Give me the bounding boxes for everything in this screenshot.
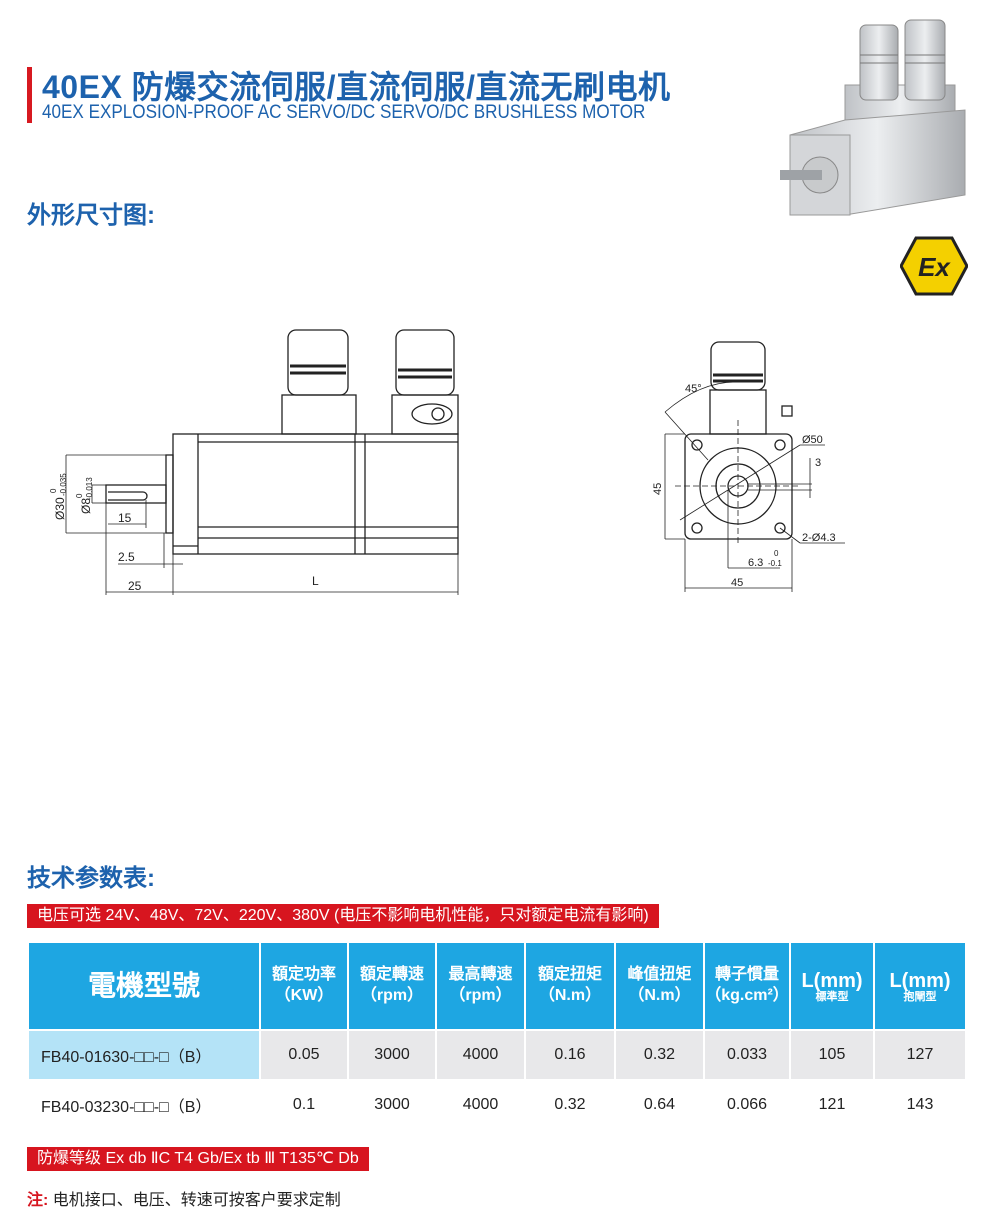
col-rated-speed: 額定轉速（rpm）: [349, 943, 435, 1029]
svg-text:0: 0: [774, 549, 779, 558]
svg-text:0: 0: [49, 488, 58, 493]
col-rated-torque: 額定扭矩（N.m）: [526, 943, 614, 1029]
col-length-brake: L(mm)抱閘型: [875, 943, 965, 1029]
shaft-length-label: 25: [128, 579, 142, 593]
motor-product-image: [780, 19, 966, 216]
ex-certification-logo: Ex: [900, 236, 968, 296]
front-view-drawing: 45° Ø50 3 2-Ø4.3 6.3 0 -0.1 45 45: [652, 341, 845, 592]
holes-label: 2-Ø4.3: [802, 532, 836, 544]
key-diameter-label: Ø8: [79, 498, 93, 514]
voltage-options-bar: 电压可选 24V、48V、72V、220V、380V (电压不影响电机性能，只对…: [27, 904, 659, 928]
table-header-row: 電機型號 額定功率（KW） 額定轉速（rpm） 最高轉速（rpm） 額定扭矩（N…: [29, 943, 965, 1029]
svg-text:0: 0: [75, 493, 84, 498]
note-text: 电机接口、电压、转速可按客户要求定制: [52, 1192, 341, 1209]
svg-text:-0.035: -0.035: [59, 473, 68, 496]
shaft-diameter-label: Ø30: [53, 497, 67, 520]
svg-text:Ex: Ex: [918, 252, 951, 282]
col-peak-torque: 峰值扭矩（N.m）: [616, 943, 703, 1029]
key-width-label: 3: [815, 457, 821, 469]
svg-text:-0.1: -0.1: [768, 559, 782, 568]
specs-section-title: 技术参数表:: [27, 865, 155, 892]
page-subtitle: 40EX EXPLOSION-PROOF AC SERVO/DC SERVO/D…: [42, 102, 646, 123]
angle-label: 45°: [685, 383, 702, 395]
flange-diameter-label: Ø50: [802, 434, 823, 446]
specs-table: 電機型號 額定功率（KW） 額定轉速（rpm） 最高轉速（rpm） 額定扭矩（N…: [27, 941, 967, 1131]
footnote: 注: 电机接口、电压、转速可按客户要求定制: [27, 1186, 341, 1210]
height-label: 45: [652, 483, 664, 495]
col-length-standard: L(mm)標準型: [791, 943, 873, 1029]
col-max-speed: 最高轉速（rpm）: [437, 943, 524, 1029]
col-rotor-inertia: 轉子慣量（kg.cm²）: [705, 943, 789, 1029]
note-label: 注:: [27, 1192, 49, 1209]
body-length-label: L: [312, 574, 319, 588]
step-label: 2.5: [118, 550, 135, 564]
page-title: 40EX 防爆交流伺服/直流伺服/直流无刷电机: [42, 69, 671, 105]
col-model: 電機型號: [29, 943, 259, 1029]
dimensions-section-title: 外形尺寸图:: [27, 202, 155, 229]
width-label: 45: [731, 577, 743, 589]
explosion-rating-bar: 防爆等级 Ex db ⅡC T4 Gb/Ex tb Ⅲ T135℃ Db: [27, 1147, 369, 1171]
col-rated-power: 額定功率（KW）: [261, 943, 347, 1029]
title-accent-bar: [27, 67, 32, 123]
key-length-label: 15: [118, 511, 132, 525]
svg-text:-0.013: -0.013: [85, 477, 94, 500]
flat-label: 6.3: [748, 557, 763, 569]
